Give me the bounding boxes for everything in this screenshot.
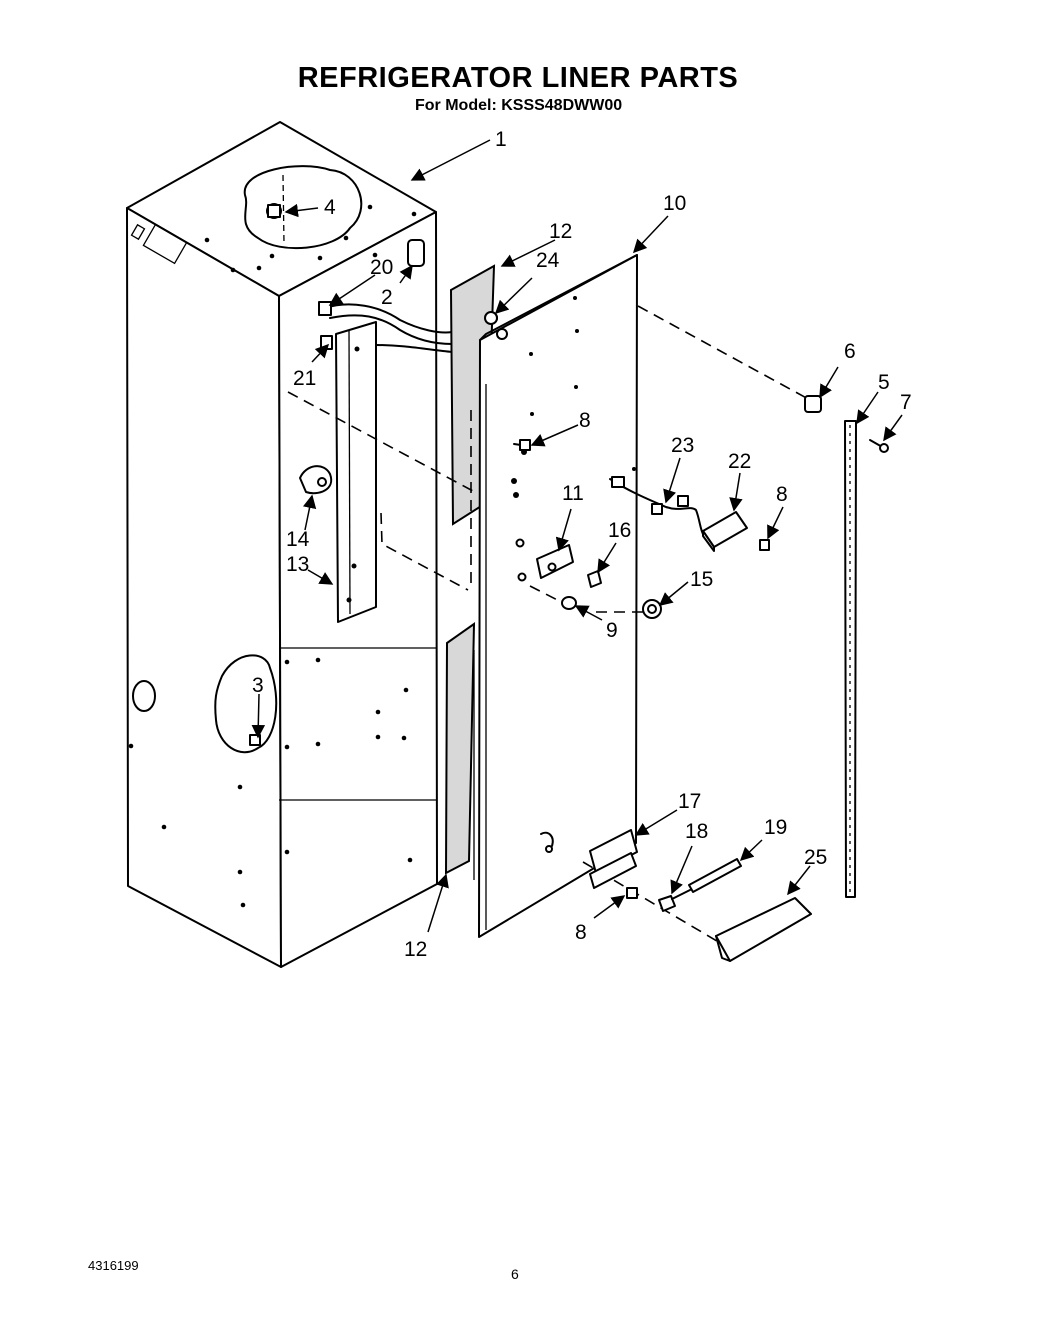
liner-panel (473, 254, 638, 938)
callout-20: 20 (370, 256, 393, 279)
callout-15: 15 (690, 568, 713, 591)
page-number: 6 (511, 1266, 519, 1282)
callout-2: 2 (381, 286, 393, 309)
callout-19: 19 (764, 816, 787, 839)
model-subtitle: For Model: KSSS48DWW00 (415, 97, 623, 114)
callout-21: 21 (293, 367, 316, 390)
callout-14: 14 (286, 528, 310, 551)
document-number: 4316199 (88, 1258, 139, 1273)
callout-13: 13 (286, 553, 309, 576)
callout-4: 4 (324, 196, 336, 219)
mounting-bracket (318, 239, 453, 623)
callout-24: 24 (536, 249, 560, 272)
callout-9: 9 (606, 619, 618, 642)
callout-8b: 8 (776, 483, 788, 506)
callout-16: 16 (608, 519, 631, 542)
callout-22: 22 (728, 450, 751, 473)
callout-8a: 8 (579, 409, 591, 432)
page-title: REFRIGERATOR LINER PARTS (297, 62, 739, 94)
foam-pad-lower (444, 622, 476, 875)
callout-12b: 12 (404, 938, 427, 961)
callout-7: 7 (900, 391, 912, 414)
small-parts (267, 204, 889, 962)
callout-18: 18 (685, 820, 708, 843)
callout-25: 25 (804, 846, 827, 869)
callout-6: 6 (844, 340, 856, 363)
callout-5: 5 (878, 371, 890, 394)
callout-labels: 1 2 3 4 5 6 7 8 8 8 8 9 10 11 12 12 13 1… (252, 128, 912, 961)
cabinet-liner (126, 121, 438, 968)
callout-3: 3 (252, 674, 264, 697)
callout-12a: 12 (549, 220, 572, 243)
callout-23: 23 (671, 434, 694, 457)
callout-1: 1 (495, 128, 507, 151)
callout-11: 11 (562, 482, 584, 505)
callout-8c: 8 (575, 921, 587, 944)
callout-10: 10 (663, 192, 686, 215)
callout-17: 17 (678, 790, 701, 813)
leader-arrows (251, 139, 903, 933)
